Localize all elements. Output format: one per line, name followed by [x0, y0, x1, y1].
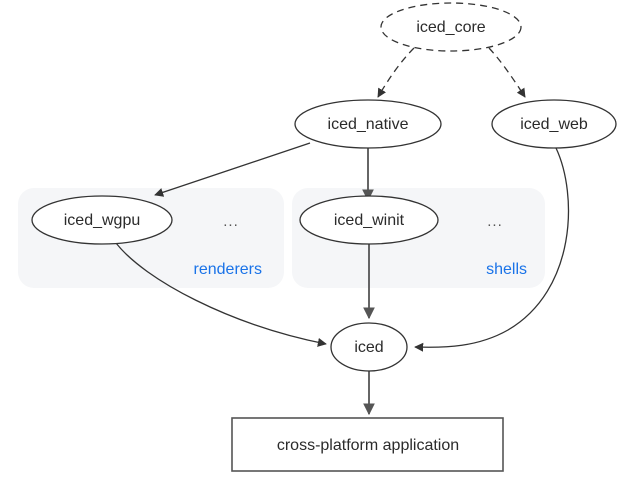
node-cross-platform-application[interactable]: cross-platform application — [231, 417, 504, 472]
node-iced-web-label: iced_web — [520, 116, 588, 133]
node-iced[interactable]: iced — [330, 322, 408, 372]
node-iced-wgpu[interactable]: iced_wgpu — [31, 195, 173, 245]
node-iced-wgpu-shape[interactable] — [31, 195, 173, 245]
cluster-renderers-label: renderers — [194, 261, 262, 278]
node-iced-web[interactable]: iced_web — [491, 99, 617, 149]
node-application-label: cross-platform application — [277, 437, 459, 454]
node-iced-winit[interactable]: iced_winit — [299, 195, 439, 245]
node-iced-label: iced — [354, 339, 383, 356]
edge-iced-native-to-iced-wgpu — [154, 142, 311, 197]
edge-iced-wgpu-to-iced — [115, 242, 327, 347]
edge-iced-web-to-iced — [414, 147, 570, 352]
node-iced-native-shape[interactable] — [294, 99, 442, 149]
node-iced-core-shape[interactable] — [380, 2, 522, 52]
node-application-shape[interactable] — [231, 417, 504, 472]
node-iced-winit-shape[interactable] — [299, 195, 439, 245]
node-iced-web-shape[interactable] — [491, 99, 617, 149]
cluster-shells-ellipsis: ... — [487, 213, 503, 230]
node-iced-core[interactable]: iced_core — [380, 2, 522, 52]
node-iced-core-label: iced_core — [416, 19, 485, 36]
edge-iced-core-to-iced-web — [488, 47, 526, 98]
node-iced-native[interactable]: iced_native — [294, 99, 442, 149]
edge-iced-core-to-iced-native — [377, 47, 415, 98]
cluster-renderers-ellipsis: ... — [223, 213, 239, 230]
cluster-shells-label: shells — [486, 261, 527, 278]
node-iced-shape[interactable] — [330, 322, 408, 372]
node-iced-winit-label: iced_winit — [334, 212, 405, 229]
node-iced-wgpu-label: iced_wgpu — [64, 212, 141, 229]
node-iced-native-label: iced_native — [328, 116, 409, 133]
